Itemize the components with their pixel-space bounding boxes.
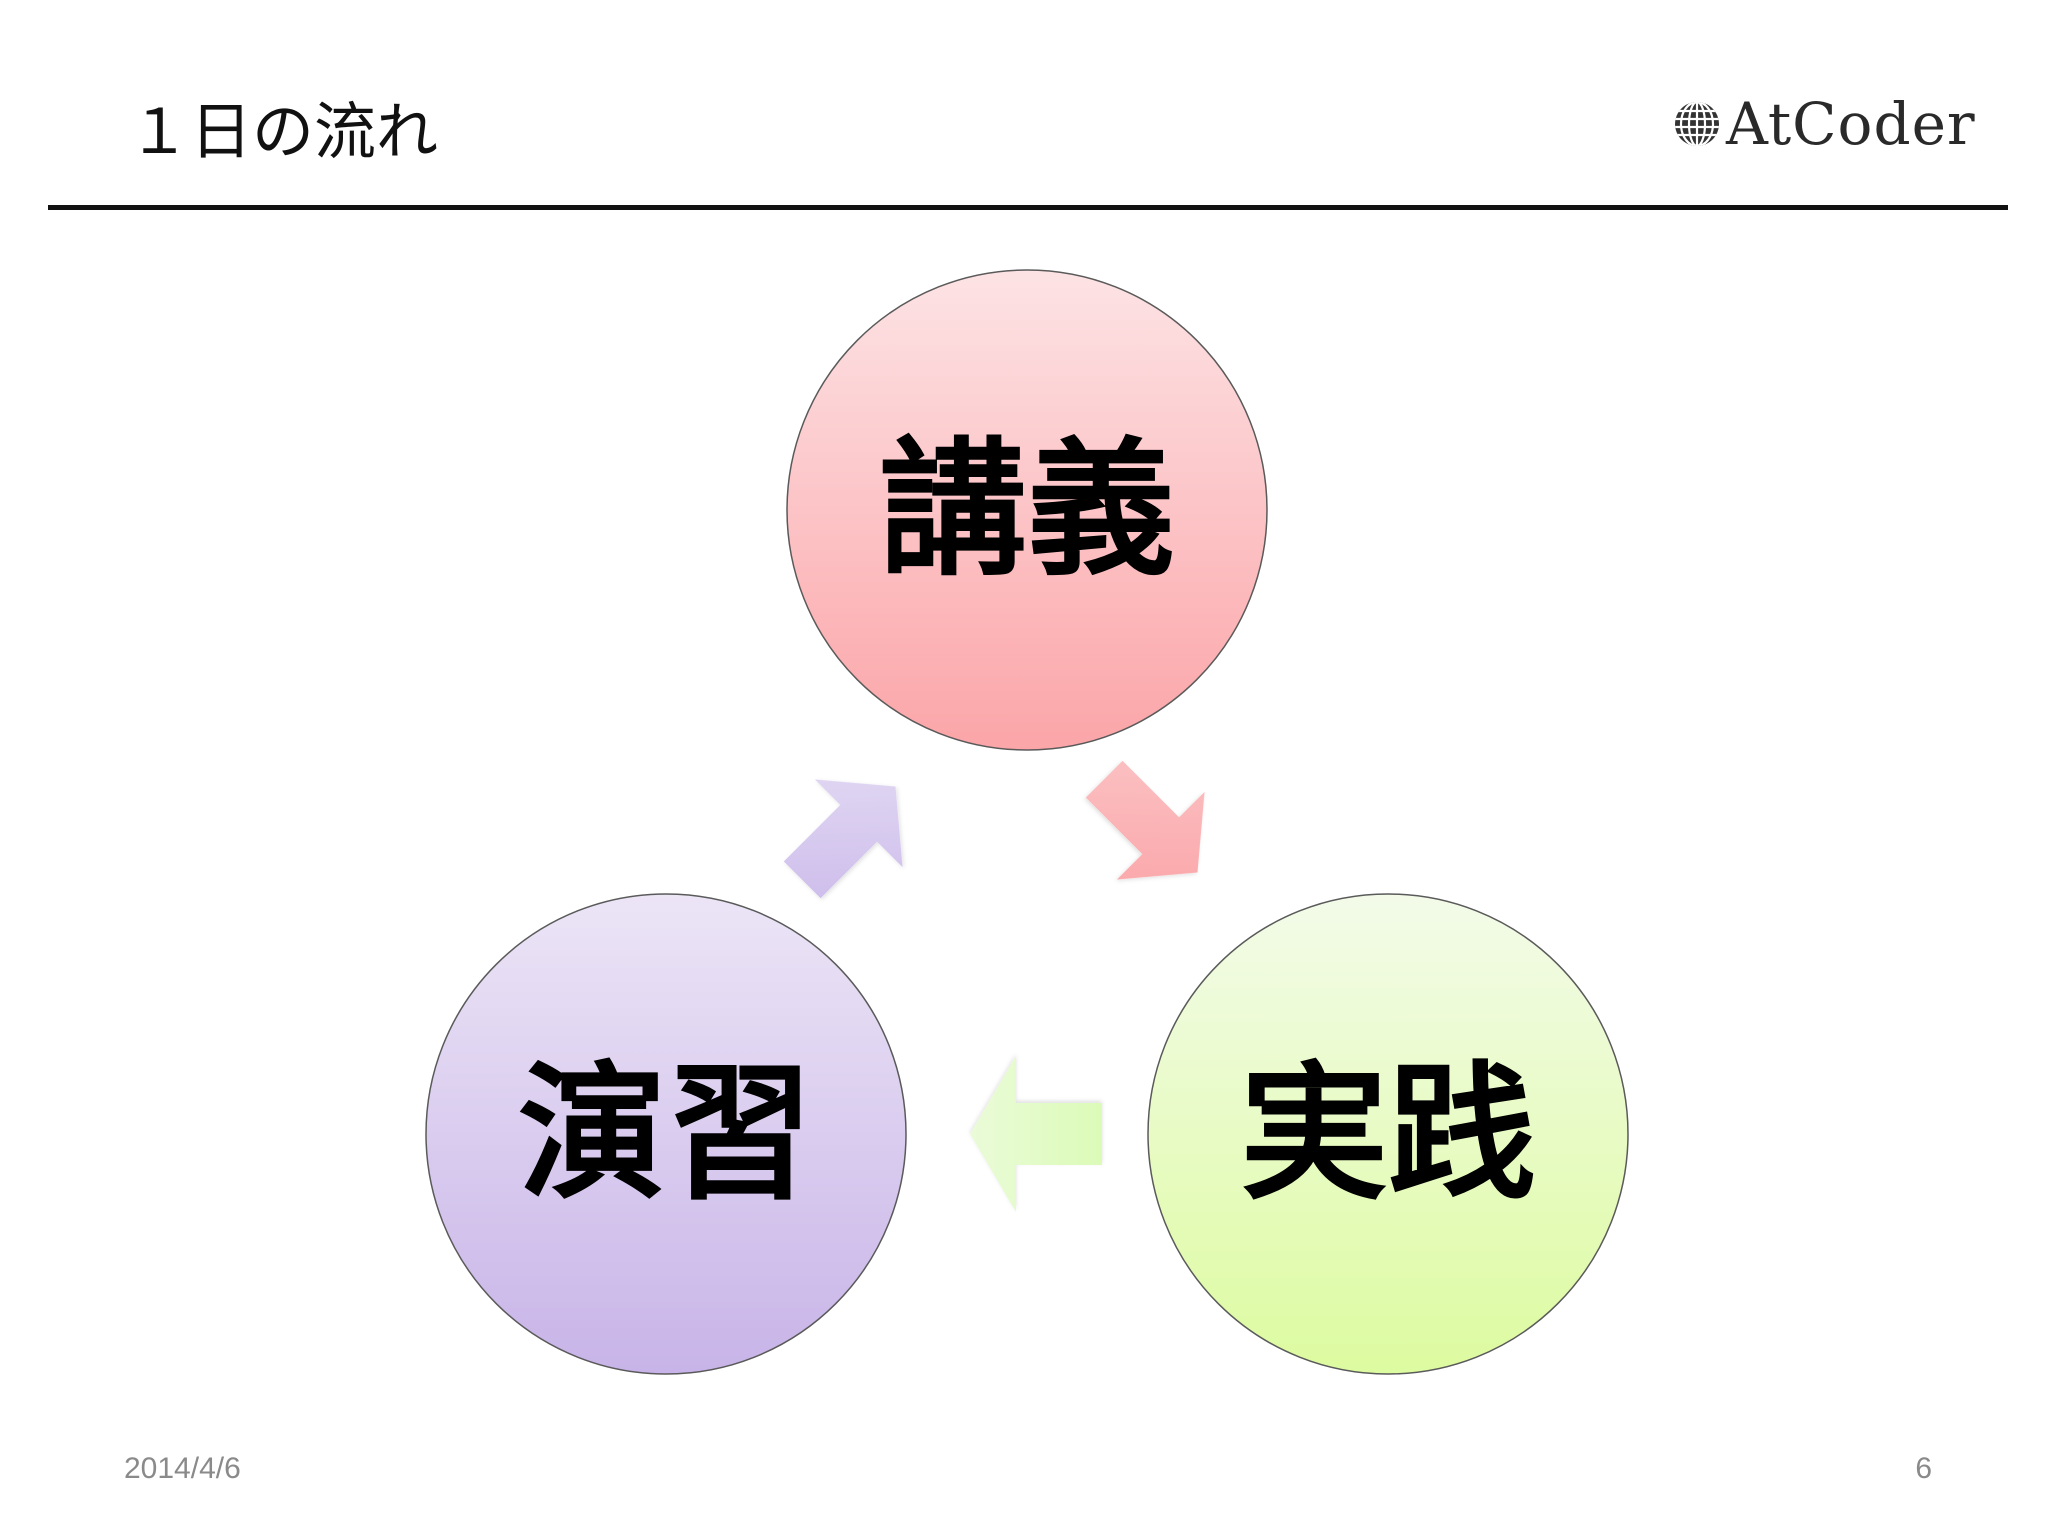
node-practice-label: 実践 xyxy=(1240,1048,1536,1220)
arrow-lecture-to-practice xyxy=(1085,760,1205,880)
globe-icon xyxy=(1675,102,1719,146)
arrow-exercise-to-lecture xyxy=(783,779,903,899)
node-practice: 実践 xyxy=(1147,893,1629,1375)
node-exercise: 演習 xyxy=(425,893,907,1375)
node-lecture-label: 講義 xyxy=(879,424,1175,596)
node-lecture-circle xyxy=(786,269,1268,751)
atcoder-logo: AtCoder xyxy=(1672,88,1976,160)
node-practice-circle xyxy=(1147,893,1629,1375)
node-exercise-circle xyxy=(425,893,907,1375)
arrow-practice-to-exercise xyxy=(970,1056,1102,1212)
node-exercise-label: 演習 xyxy=(518,1048,814,1220)
slide-title: １日の流れ xyxy=(128,95,439,168)
title-divider xyxy=(48,205,2008,210)
slide-date: 2014/4/6 xyxy=(124,1452,241,1485)
slide-page-number: 6 xyxy=(1915,1452,1932,1485)
logo-text: AtCoder xyxy=(1726,90,1976,158)
node-lecture: 講義 xyxy=(786,269,1268,751)
